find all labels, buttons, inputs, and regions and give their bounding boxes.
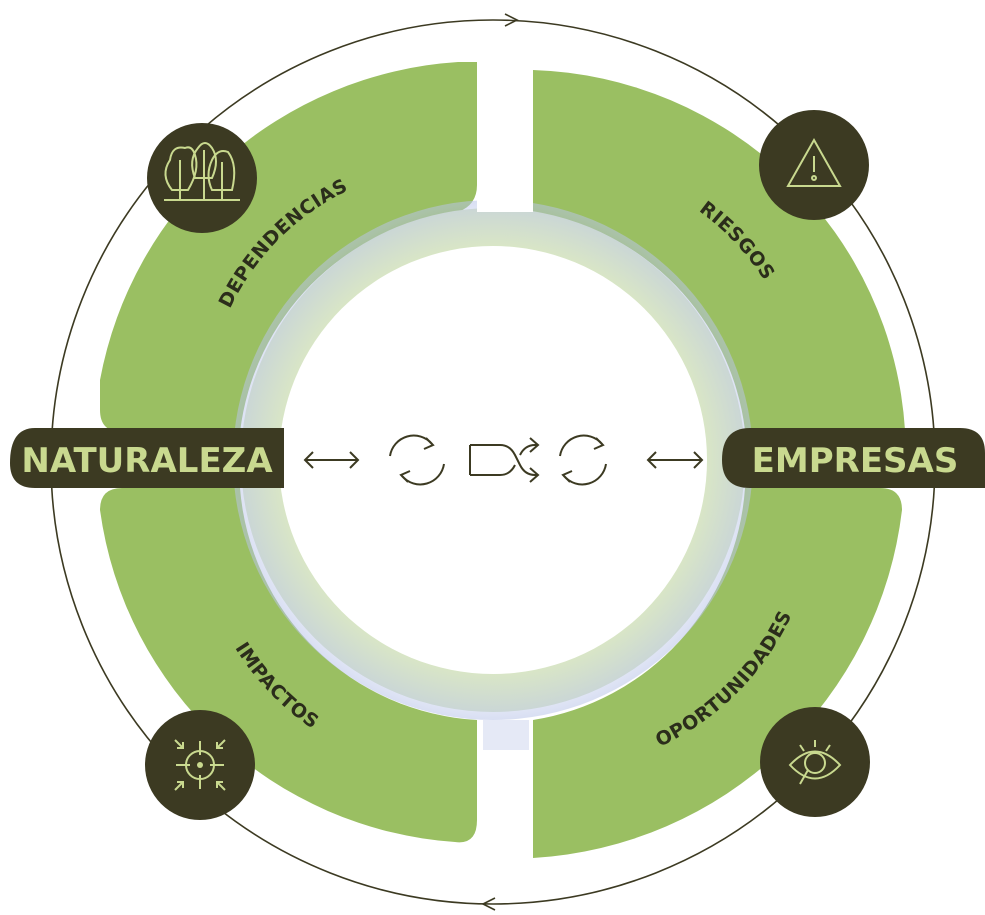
shuffle-icon bbox=[469, 437, 540, 483]
cycle-icon-left bbox=[389, 434, 445, 486]
naturaleza-label: NATURALEZA bbox=[21, 441, 273, 481]
cycle-icon-right bbox=[559, 434, 607, 486]
inner-ring bbox=[233, 200, 753, 720]
double-arrow-icon-left bbox=[303, 451, 360, 469]
bottom-arrowhead bbox=[481, 897, 496, 911]
center-gap-top bbox=[477, 40, 533, 212]
double-arrow-icon-right bbox=[646, 451, 704, 469]
eye-magnifier-icon bbox=[760, 707, 870, 817]
target-crosshair-icon bbox=[145, 710, 255, 820]
empresas-label: EMPRESAS bbox=[752, 441, 959, 481]
bottom-gap-shadow bbox=[483, 720, 529, 750]
naturaleza-tag: NATURALEZA bbox=[10, 428, 284, 488]
top-arrowhead bbox=[504, 13, 519, 27]
quadrant-top-right bbox=[533, 70, 905, 430]
empresas-tag: EMPRESAS bbox=[722, 428, 985, 488]
quadrant-bottom-left bbox=[100, 488, 477, 843]
trees-icon bbox=[147, 123, 257, 233]
quadrant-top-left bbox=[100, 62, 477, 432]
warning-triangle-icon bbox=[759, 110, 869, 220]
center-symbols bbox=[303, 434, 704, 486]
quadrant-bottom-right bbox=[533, 488, 902, 858]
